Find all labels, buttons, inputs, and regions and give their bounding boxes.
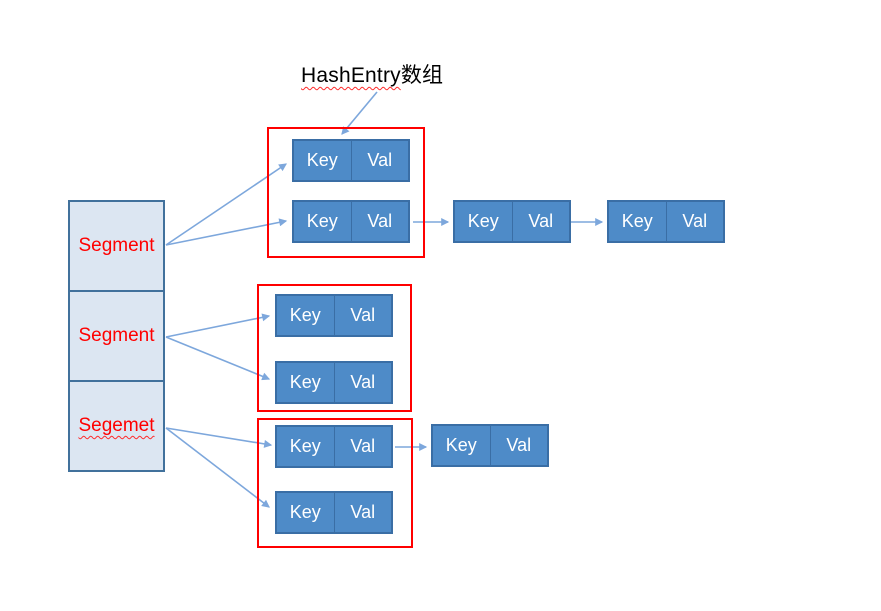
val-cell: Val — [367, 211, 393, 231]
val-cell: Val — [350, 372, 376, 392]
val-cell: Val — [506, 435, 532, 455]
title-english-part: HashEntry — [301, 64, 401, 87]
arrow-segment2-to-entry-2-2 — [165, 336, 271, 381]
hashentry-group-2 — [257, 284, 412, 412]
key-cell: Key — [433, 426, 491, 465]
title-chinese-part: 数组 — [400, 64, 444, 87]
entry-node-3-1-next1: Key Val — [431, 424, 549, 467]
entry-node-3-2: Key Val — [275, 491, 393, 534]
entry-node-3-1: Key Val — [275, 425, 393, 468]
entry-node-1-2-next1: Key Val — [453, 200, 571, 243]
entry-node-1-2: Key Val — [292, 200, 410, 243]
segment-label-1: Segment — [78, 235, 155, 256]
hashentry-group-3 — [257, 418, 413, 548]
val-cell: Val — [350, 502, 376, 522]
key-cell: Key — [277, 296, 335, 335]
val-cell: Val — [350, 305, 376, 325]
arrow-segment3-to-entry-3-2 — [165, 427, 270, 508]
page-title: HashEntry数组 — [301, 59, 443, 89]
segment-cell-3: Segemet — [70, 382, 163, 470]
key-cell: Key — [294, 141, 352, 180]
key-cell: Key — [455, 202, 513, 241]
key-cell: Key — [609, 202, 667, 241]
val-cell: Val — [350, 436, 376, 456]
entry-node-1-1: Key Val — [292, 139, 410, 182]
arrow-segment3-to-entry-3-1 — [165, 427, 273, 448]
entry-node-1-2-next2: Key Val — [607, 200, 725, 243]
hashentry-group-1 — [267, 127, 425, 258]
segment-cell-2: Segment — [70, 292, 163, 382]
entry-node-2-2: Key Val — [275, 361, 393, 404]
key-cell: Key — [277, 427, 335, 466]
key-cell: Key — [277, 493, 335, 532]
key-cell: Key — [294, 202, 352, 241]
segment-label-2: Segment — [78, 325, 155, 346]
entry-node-2-1: Key Val — [275, 294, 393, 337]
segment-array: Segment Segment Segemet — [68, 200, 165, 472]
val-cell: Val — [367, 150, 393, 170]
segment-cell-1: Segment — [70, 202, 163, 292]
segment-label-3: Segemet — [78, 415, 155, 436]
key-cell: Key — [277, 363, 335, 402]
arrow-segment2-to-entry-2-1 — [165, 313, 271, 338]
val-cell: Val — [682, 211, 708, 231]
val-cell: Val — [528, 211, 554, 231]
